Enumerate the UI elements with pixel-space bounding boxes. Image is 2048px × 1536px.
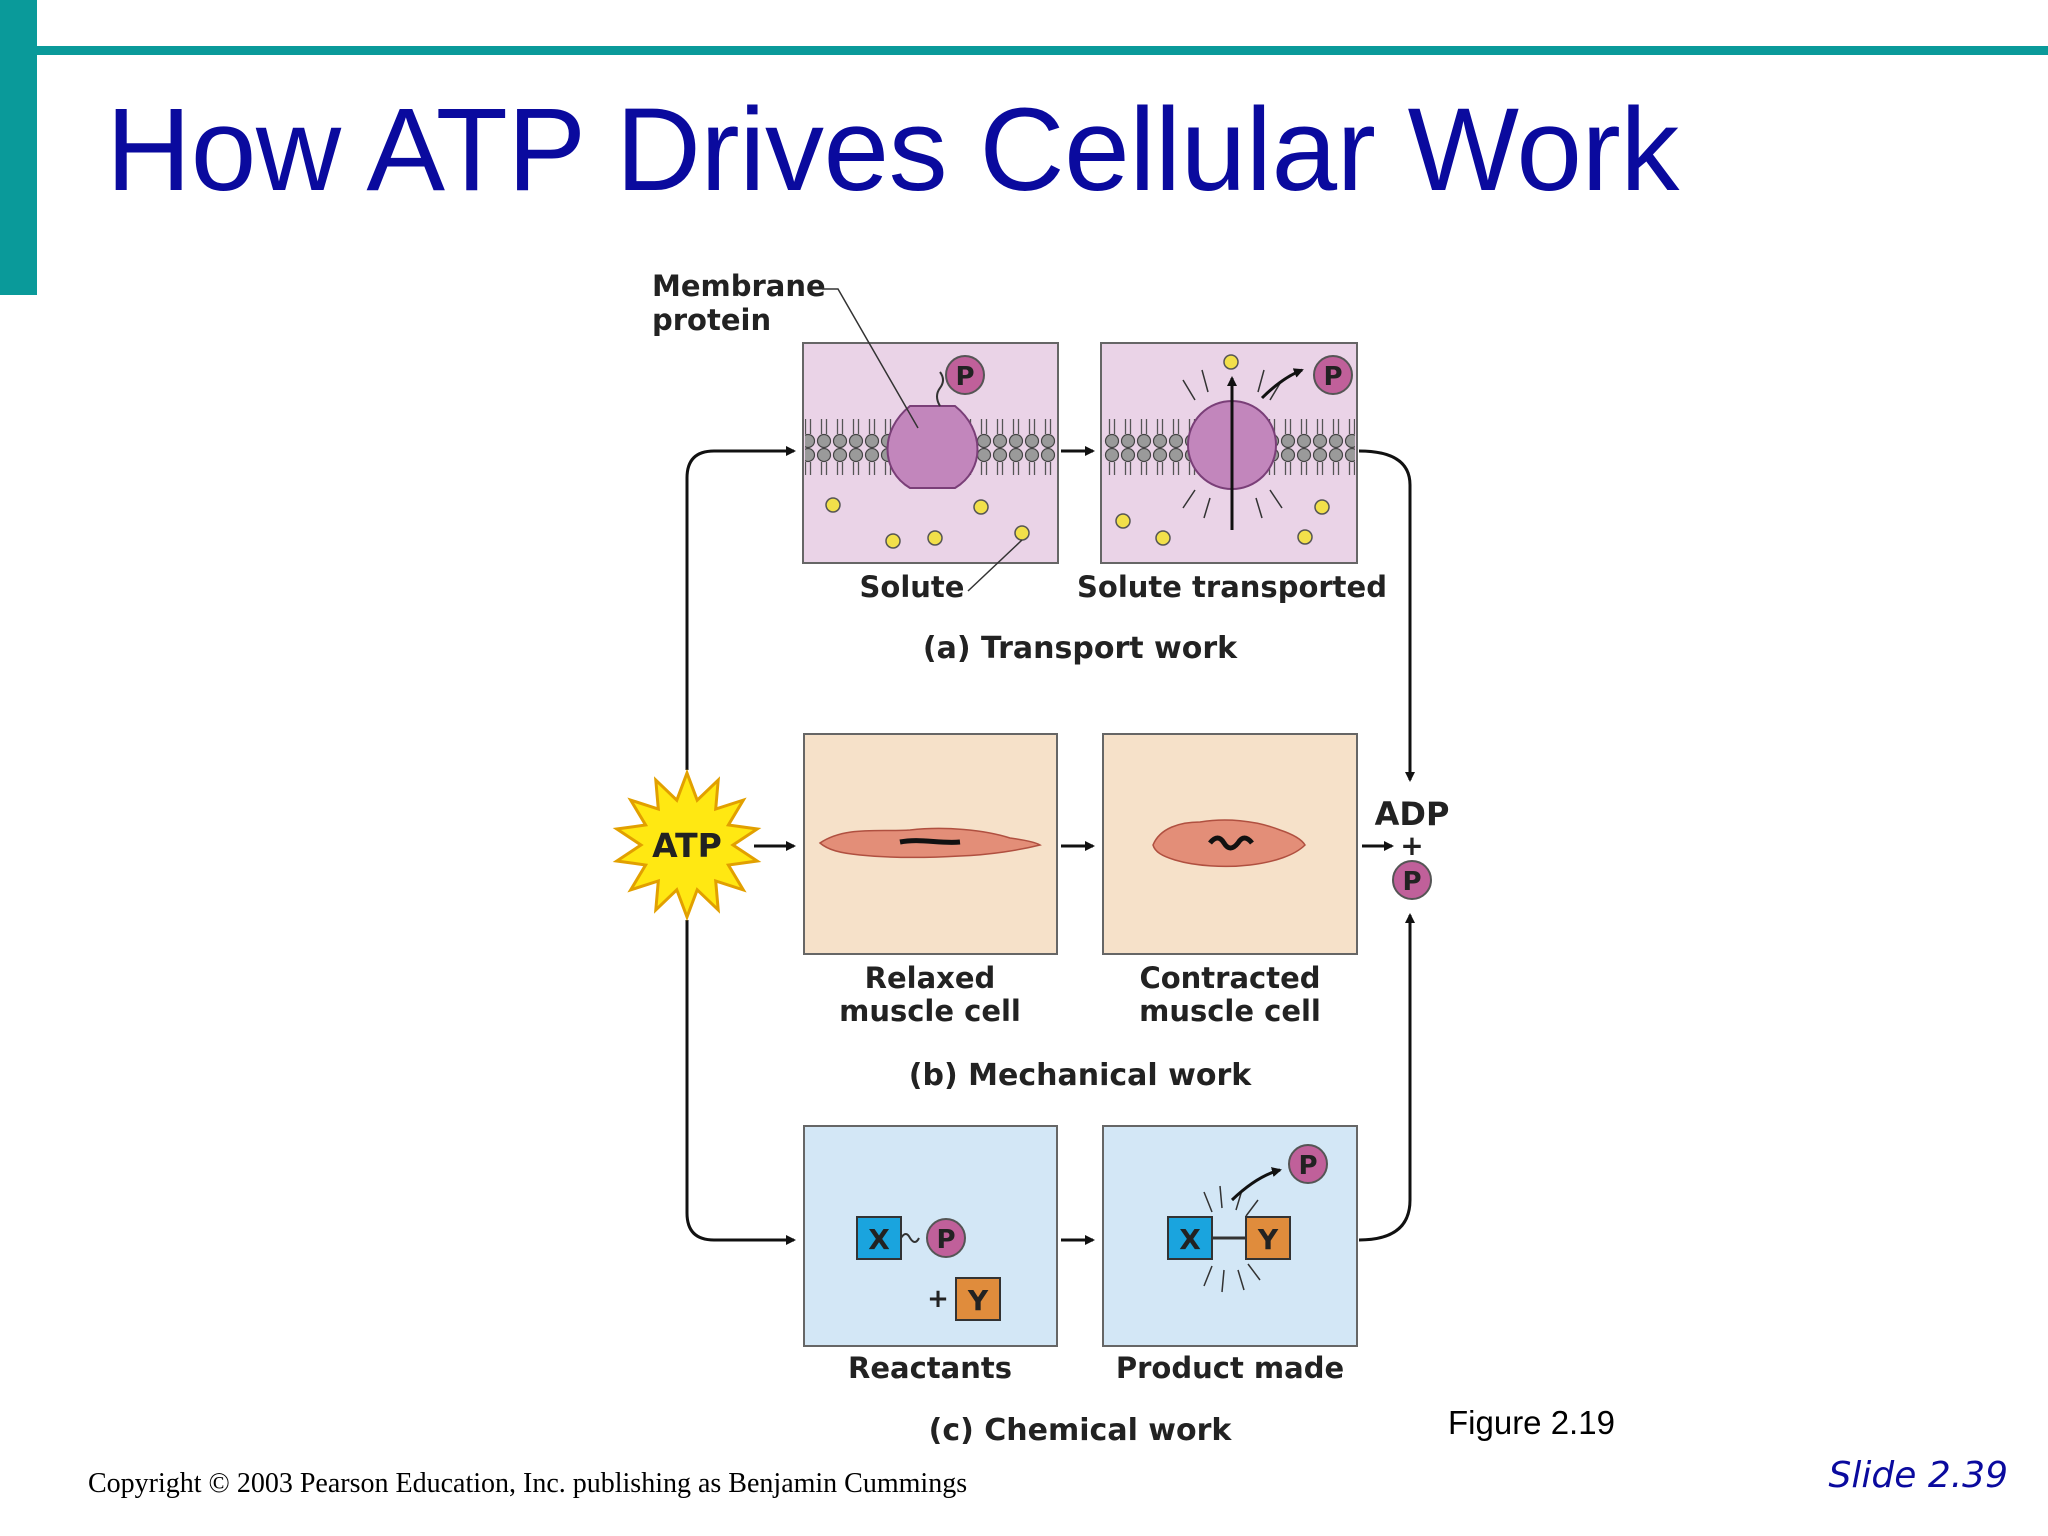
accent-bar-left bbox=[0, 0, 37, 295]
x-box: X bbox=[1167, 1216, 1213, 1260]
solute-dot bbox=[1314, 499, 1330, 515]
transport-work-caption: (a) Transport work bbox=[923, 631, 1238, 666]
solute-dot bbox=[885, 533, 901, 549]
contracted-label-2: muscle cell bbox=[1139, 994, 1321, 1028]
membrane-protein-shape bbox=[886, 405, 979, 489]
atp-starburst: ATP bbox=[612, 768, 762, 922]
solute-dot bbox=[825, 497, 841, 513]
solute-label: Solute bbox=[860, 570, 965, 604]
phosphate-icon: P bbox=[926, 1218, 966, 1258]
svg-text:Y: Y bbox=[967, 1284, 989, 1317]
adp-plus: + bbox=[1400, 829, 1423, 862]
mechanical-panel-left bbox=[803, 733, 1058, 955]
membrane-protein-leader bbox=[822, 288, 919, 429]
phosphate-icon: P bbox=[1288, 1144, 1328, 1184]
solute-leader bbox=[967, 539, 1023, 592]
accent-bar-top bbox=[37, 46, 2048, 55]
product-made-label: Product made bbox=[1116, 1351, 1344, 1385]
slide-title: How ATP Drives Cellular Work bbox=[106, 84, 1679, 216]
svg-text:P: P bbox=[936, 1225, 955, 1255]
mechanical-panel-right bbox=[1102, 733, 1358, 955]
solute-dot bbox=[1297, 529, 1313, 545]
svg-text:X: X bbox=[1179, 1223, 1201, 1256]
solute-dot bbox=[1014, 525, 1030, 541]
relaxed-label-2: muscle cell bbox=[839, 994, 1021, 1028]
solute-dot bbox=[927, 530, 943, 546]
solute-dot bbox=[1155, 530, 1171, 546]
solute-dot bbox=[1115, 513, 1131, 529]
x-box: X bbox=[856, 1216, 902, 1260]
adp-label: ADP bbox=[1375, 795, 1450, 833]
flow-arrows bbox=[685, 446, 1415, 1245]
mechanical-work-caption: (b) Mechanical work bbox=[909, 1058, 1252, 1093]
svg-text:P: P bbox=[955, 362, 974, 392]
contracted-label-1: Contracted bbox=[1139, 961, 1320, 995]
phosphate-icon: P bbox=[945, 355, 985, 395]
svg-text:Y: Y bbox=[1257, 1223, 1279, 1256]
slide-number: Slide 2.39 bbox=[1828, 1455, 2008, 1496]
reactant-plus: + bbox=[927, 1284, 949, 1314]
contracted-muscle-shape bbox=[1152, 819, 1306, 868]
atp-label: ATP bbox=[652, 826, 722, 865]
svg-text:P: P bbox=[1298, 1151, 1317, 1181]
solute-dot bbox=[973, 499, 989, 515]
svg-text:P: P bbox=[1402, 867, 1421, 897]
membrane-protein-label-2: protein bbox=[652, 303, 771, 337]
reactants-label: Reactants bbox=[848, 1351, 1012, 1385]
copyright-notice: Copyright © 2003 Pearson Education, Inc.… bbox=[88, 1468, 968, 1499]
chemical-work-caption: (c) Chemical work bbox=[929, 1413, 1233, 1448]
membrane-protein-label-1: Membrane bbox=[652, 269, 826, 303]
solute-dot bbox=[1223, 354, 1239, 370]
svg-text:X: X bbox=[868, 1223, 890, 1256]
phosphate-icon: P bbox=[1313, 355, 1353, 395]
figure-label: Figure 2.19 bbox=[1448, 1404, 1615, 1441]
solute-transported-label: Solute transported bbox=[1077, 570, 1387, 604]
svg-text:P: P bbox=[1323, 362, 1342, 392]
relaxed-label-1: Relaxed bbox=[865, 961, 996, 995]
y-box: Y bbox=[955, 1277, 1001, 1321]
y-box: Y bbox=[1245, 1216, 1291, 1260]
phosphate-icon: P bbox=[1392, 860, 1432, 900]
transport-panel-left bbox=[802, 342, 1059, 564]
